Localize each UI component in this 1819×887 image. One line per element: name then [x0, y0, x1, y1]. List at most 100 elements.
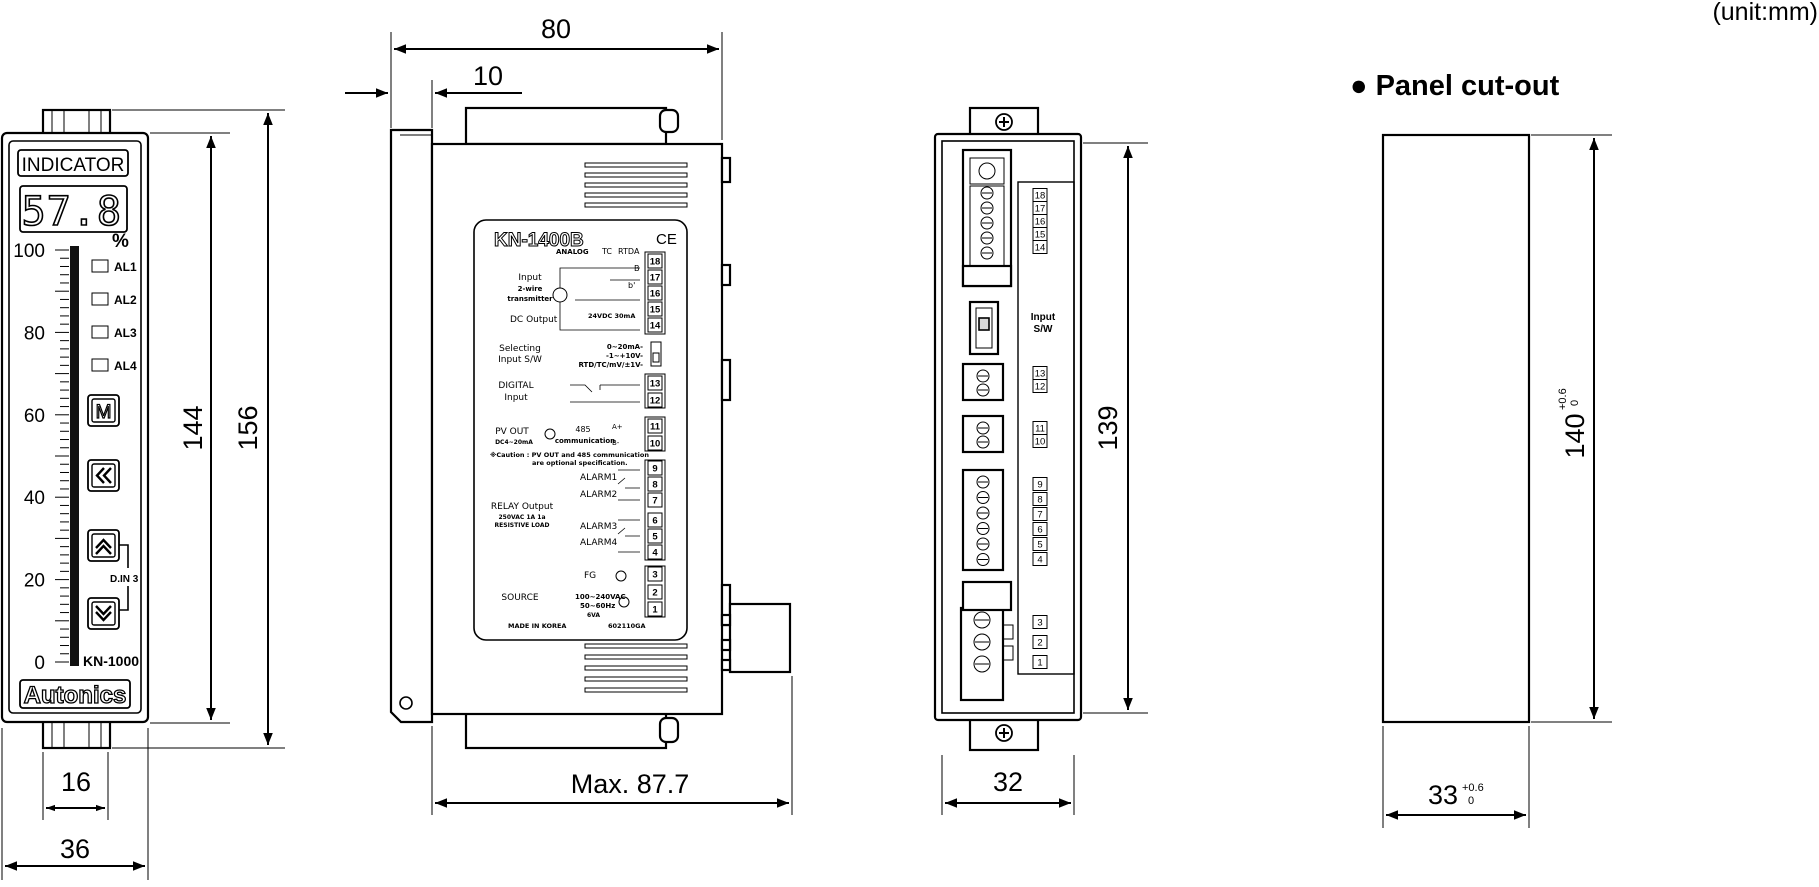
alarm1-label: ALARM1 [580, 473, 617, 483]
terminal-screw [976, 537, 990, 551]
scale-label: 60 [24, 406, 45, 427]
terminal-box [647, 375, 663, 391]
terminal-number: 5 [652, 532, 658, 543]
alarm-label: AL4 [114, 359, 137, 373]
rear-terminal-number: 9 [1037, 480, 1042, 491]
front-title-box [17, 149, 129, 177]
terminal-group [644, 459, 666, 561]
dim-front-inner-width: 16 [61, 767, 91, 797]
alarm-label: AL3 [114, 326, 137, 340]
terminal-number: 17 [650, 273, 661, 284]
dim-side-bezel: 10 [473, 61, 503, 91]
alarm-led [91, 325, 109, 339]
up-key-icon [95, 538, 112, 555]
front-scale-ticks [55, 249, 69, 663]
vent-slot [584, 182, 688, 188]
terminal-group [644, 251, 666, 335]
terminal-block [959, 606, 1005, 702]
fg-ground-icon [615, 570, 627, 582]
dim-rear-width: 32 [993, 767, 1023, 797]
source-voltage: 100~240VAC [575, 593, 626, 601]
rear-terminal-box [1032, 507, 1048, 521]
terminal-screw [976, 491, 990, 504]
mode-key[interactable] [87, 394, 120, 427]
dim-side-max: Max. 87.7 [571, 769, 690, 799]
terminal-box [647, 512, 663, 528]
dim-side-depth: 80 [541, 14, 571, 44]
rear-dimensions: 139 32 [941, 142, 1148, 815]
power-block-tab [1002, 645, 1014, 661]
side-ce-mark: CE [656, 231, 677, 248]
caution-line2: are optional specification. [532, 459, 628, 467]
source-va: 6VA [587, 612, 600, 619]
terminal-number: 13 [650, 379, 661, 390]
selecting-label2: Input S/W [498, 355, 542, 365]
front-brand: Autonics [24, 682, 127, 709]
terminal-screw [980, 201, 994, 215]
vent-slot [584, 654, 688, 660]
side-label-plate [473, 219, 688, 641]
terminal-box [647, 317, 663, 333]
scale-label: 80 [24, 323, 45, 344]
terminal-number: 3 [652, 570, 657, 581]
terminal-screw [976, 522, 990, 535]
scale-label: 0 [34, 653, 45, 674]
fg-label: FG [584, 571, 596, 581]
cutout-rect [1381, 133, 1531, 724]
terminal-screw [973, 655, 991, 673]
terminal-screw [980, 231, 994, 245]
terminal-screw [976, 369, 990, 383]
side-bottom-clip [464, 710, 668, 750]
terminal-box [647, 460, 663, 476]
terminal-box [647, 285, 663, 301]
comm-label2: communication [555, 437, 615, 445]
b-minus-label: B- [612, 439, 620, 447]
source-ac-icon [618, 596, 630, 608]
hdr-b: B [634, 264, 640, 273]
digital-label2: Input [504, 393, 528, 403]
shift-key[interactable] [87, 459, 120, 492]
vent-slot [584, 687, 688, 693]
terminal-box [647, 584, 663, 600]
rear-terminal-number: 10 [1035, 437, 1046, 448]
side-dimensions: 80 10 Max. 87.7 [345, 14, 793, 815]
hdr-a: A [634, 247, 640, 256]
down-key[interactable] [87, 597, 120, 630]
alarm-label: AL1 [114, 260, 137, 274]
dim-cutout-height-tol-plus: +0.6 [1557, 388, 1569, 410]
terminal-screw [973, 611, 991, 629]
front-bargraph [70, 246, 79, 666]
terminal-number: 18 [650, 257, 661, 268]
a-plus-label: A+ [612, 423, 623, 431]
comm-label: 485 [575, 425, 590, 434]
rear-terminal-number: 3 [1037, 618, 1042, 629]
input-label: Input [518, 273, 542, 283]
alarm4-label: ALARM4 [580, 538, 618, 548]
terminal-screw [976, 383, 990, 397]
rear-terminal-box [1032, 492, 1048, 506]
terminal-box [647, 253, 663, 269]
rear-terminal-number: 14 [1035, 243, 1046, 254]
terminal-box [647, 392, 663, 408]
cutout-title: ● Panel cut-out [1350, 70, 1560, 102]
side-top-clip [464, 106, 668, 146]
alarm-led [91, 358, 109, 372]
terminal-box [647, 269, 663, 285]
terminal-screw [980, 246, 994, 260]
relay-sub1: 250VAC 1A 1a [498, 514, 545, 521]
power-block-tab [1002, 624, 1014, 640]
terminal-screw [980, 216, 994, 230]
terminal-box [647, 492, 663, 508]
shift-key-icon [95, 467, 112, 484]
din-bracket [119, 544, 129, 611]
front-percent: % [112, 231, 129, 252]
dim-cutout-width-tol-plus: +0.6 [1462, 782, 1484, 794]
alarm3-label: ALARM3 [580, 522, 617, 532]
hdr-b2: b' [628, 281, 635, 290]
side-body [430, 142, 724, 716]
front-brand-box [19, 679, 131, 709]
terminal-box [647, 301, 663, 317]
